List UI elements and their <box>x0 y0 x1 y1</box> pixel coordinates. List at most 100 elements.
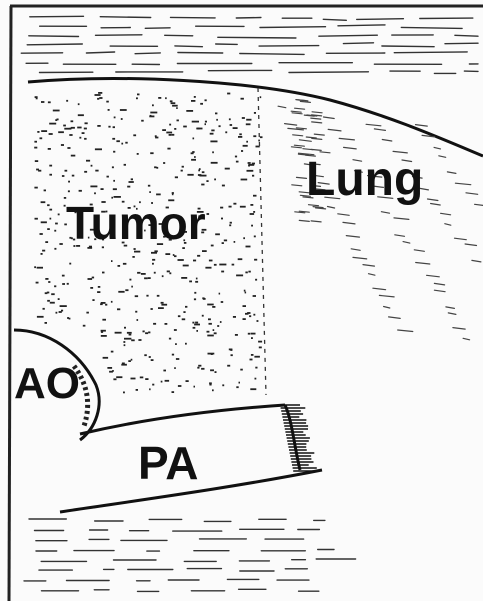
tumor-stipple <box>91 165 93 167</box>
tumor-stipple <box>156 194 161 196</box>
lung-hatch-stroke <box>363 265 375 267</box>
tumor-stipple <box>79 190 82 192</box>
tumor-stipple <box>108 126 110 128</box>
tumor-stipple <box>210 141 217 143</box>
tumor-stipple <box>95 94 101 96</box>
tumor-stipple <box>136 97 138 99</box>
tumor-stipple <box>125 289 128 291</box>
tumor-stipple <box>202 315 204 317</box>
tumor-stipple <box>111 351 114 353</box>
tumor-stipple <box>113 180 115 182</box>
tumor-stipple <box>254 259 257 261</box>
tumor-stipple <box>62 275 65 277</box>
tumor-stipple <box>124 344 126 346</box>
tumor-stipple <box>55 223 58 225</box>
tumor-stipple <box>151 308 153 310</box>
wall-hatch-stroke <box>175 46 203 47</box>
tumor-stipple <box>227 93 230 95</box>
tumor-stipple <box>60 305 67 307</box>
tumor-stipple <box>72 175 75 177</box>
wall-hatch-stroke <box>178 53 223 54</box>
lung-hatch-stroke <box>311 118 321 119</box>
tumor-stipple <box>161 304 167 306</box>
tumor-stipple <box>98 92 102 94</box>
tumor-stipple <box>248 333 250 335</box>
tumor-stipple <box>112 138 115 140</box>
tumor-stipple <box>249 315 251 317</box>
tumor-label: Tumor <box>66 200 206 246</box>
lung-hatch-stroke <box>465 244 476 246</box>
tumor-stipple <box>185 306 187 308</box>
tumor-stipple <box>49 165 52 167</box>
tumor-stipple <box>174 255 177 257</box>
tumor-stipple <box>205 99 207 101</box>
tumor-stipple <box>152 263 154 265</box>
lung-hatch-stroke <box>379 295 394 297</box>
tumor-stipple <box>253 195 257 197</box>
tumor-stipple <box>193 327 196 329</box>
tumor-stipple <box>97 125 100 127</box>
tumor-stipple <box>150 152 153 154</box>
tumor-stipple <box>172 193 174 195</box>
tumor-stipple <box>260 96 262 98</box>
pa-upper-outline <box>80 405 285 434</box>
tumor-stipple <box>117 308 120 310</box>
tumor-stipple <box>84 138 87 140</box>
tumor-stipple <box>68 190 70 192</box>
lung-hatch-stroke <box>292 185 302 186</box>
tumor-stipple <box>135 311 137 313</box>
tumor-stipple <box>235 334 238 336</box>
tumor-stipple <box>71 120 74 122</box>
tumor-stipple <box>58 131 64 133</box>
lung-hatch-stroke <box>448 313 456 315</box>
tumor-stipple <box>183 265 189 267</box>
tumor-stipple <box>108 109 110 111</box>
tumor-stipple <box>49 174 52 176</box>
tumor-stipple <box>37 131 39 133</box>
tumor-stipple <box>148 185 150 187</box>
tumor-stipple <box>123 341 125 343</box>
tumor-stipple <box>183 311 185 313</box>
tumor-stipple <box>229 118 231 120</box>
tumor-stipple <box>205 121 207 123</box>
tumor-stipple <box>145 332 148 334</box>
tumor-stipple <box>258 341 262 343</box>
tumor-stipple <box>49 123 56 125</box>
tumor-stipple <box>129 181 134 183</box>
tumor-stipple <box>246 246 251 248</box>
tumor-stipple <box>51 293 55 295</box>
tumor-stipple <box>90 287 93 289</box>
tumor-stipple <box>220 321 222 323</box>
tumor-stipple <box>238 258 243 260</box>
tumor-stipple <box>163 162 165 164</box>
tumor-stipple <box>210 133 214 135</box>
lung-hatch-stroke <box>300 101 310 102</box>
tumor-stipple <box>222 185 225 187</box>
tumor-stipple <box>58 214 60 216</box>
tumor-stipple <box>211 162 218 164</box>
tumor-stipple <box>56 312 58 314</box>
tumor-stipple <box>208 318 211 320</box>
lung-hatch-stroke <box>306 137 316 138</box>
tumor-stipple <box>34 141 37 143</box>
tumor-stipple <box>171 102 176 104</box>
lung-hatch-stroke <box>293 135 303 136</box>
tumor-stipple <box>196 128 199 130</box>
tumor-stipple <box>207 304 214 306</box>
tumor-stipple <box>201 184 204 186</box>
tumor-stipple <box>129 279 131 281</box>
tumor-stipple <box>171 134 174 136</box>
tumor-stipple <box>47 300 50 302</box>
tumor-stipple <box>162 129 166 131</box>
lung-hatch-stroke <box>369 274 375 276</box>
tumor-stipple <box>165 323 168 325</box>
lung-hatch-stroke <box>312 138 322 139</box>
tumor-stipple <box>65 170 68 172</box>
lung-hatch-stroke <box>463 338 470 340</box>
tumor-stipple <box>35 160 38 162</box>
tumor-stipple <box>66 100 68 102</box>
tumor-stipple <box>192 121 199 123</box>
tumor-stipple <box>141 273 146 275</box>
tumor-stipple <box>175 176 178 178</box>
tumor-stipple <box>141 120 144 122</box>
